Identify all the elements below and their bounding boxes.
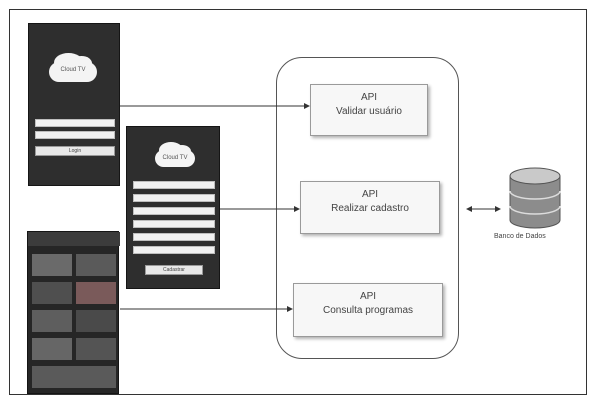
database-label: Banco de Dados	[494, 233, 546, 240]
cloud-logo-icon: Cloud TV	[155, 142, 195, 167]
api-title: API	[359, 291, 377, 302]
api-group-container	[276, 57, 459, 359]
thumbnail	[32, 282, 72, 304]
api-register-box: API Realizar cadastro	[300, 181, 440, 234]
header-bar	[28, 232, 120, 246]
username-field	[35, 119, 115, 127]
login-brand-text: Cloud TV	[60, 67, 86, 73]
register-brand-text: Cloud TV	[162, 155, 188, 161]
api-label: Realizar cadastro	[331, 203, 409, 214]
login-phone-mockup: Cloud TV Login	[28, 23, 120, 186]
thumbnail	[32, 338, 72, 360]
form-field	[133, 233, 215, 241]
thumbnail	[76, 282, 116, 304]
api-programs-box: API Consulta programas	[293, 283, 443, 337]
form-field	[133, 181, 215, 189]
thumbnail	[76, 310, 116, 332]
api-label: Consulta programas	[322, 305, 414, 316]
register-button: Cadastrar	[145, 265, 203, 275]
thumbnail	[76, 338, 116, 360]
register-phone-mockup: Cloud TV Cadastrar	[126, 126, 220, 289]
database-icon	[509, 167, 561, 229]
api-title: API	[360, 92, 378, 103]
catalog-phone-mockup	[27, 231, 120, 394]
form-field	[133, 220, 215, 228]
form-field	[133, 194, 215, 202]
api-title: API	[361, 189, 379, 200]
thumbnail	[32, 310, 72, 332]
thumbnail	[32, 366, 116, 388]
api-validate-user-box: API Validar usuário	[310, 84, 428, 136]
login-button: Login	[35, 146, 115, 156]
thumbnail	[76, 254, 116, 276]
cloud-logo-icon: Cloud TV	[49, 53, 97, 82]
form-field	[133, 246, 215, 254]
password-field	[35, 131, 115, 139]
api-label: Validar usuário	[336, 106, 402, 117]
thumbnail	[32, 254, 72, 276]
form-field	[133, 207, 215, 215]
